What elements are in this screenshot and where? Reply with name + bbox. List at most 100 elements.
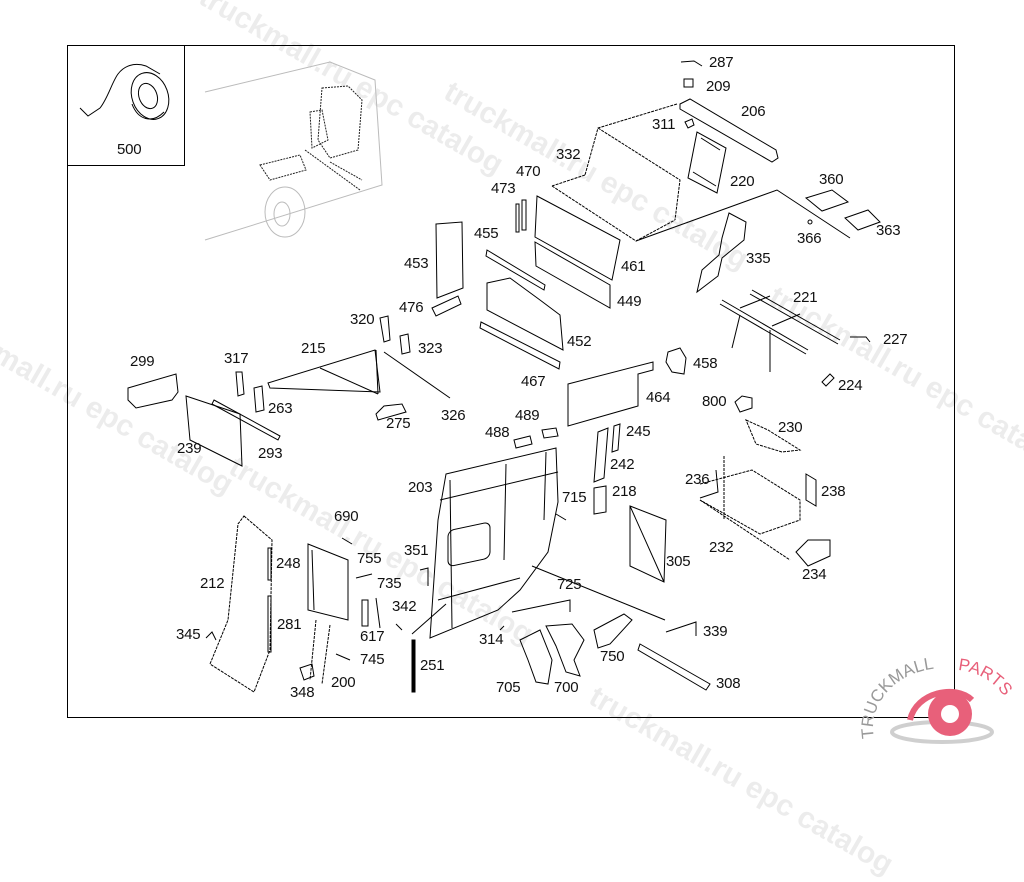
- part-348: [299, 663, 315, 681]
- callout-745[interactable]: 745: [360, 651, 385, 668]
- callout-452[interactable]: 452: [567, 333, 592, 350]
- part-488: [513, 435, 533, 449]
- callout-320[interactable]: 320: [350, 311, 375, 328]
- callout-449[interactable]: 449: [617, 293, 642, 310]
- callout-690[interactable]: 690: [334, 508, 359, 525]
- part-245: [611, 423, 621, 453]
- callout-464[interactable]: 464: [646, 389, 671, 406]
- part-305: [629, 505, 667, 583]
- callout-221[interactable]: 221: [793, 289, 818, 306]
- callout-287[interactable]: 287: [709, 54, 734, 71]
- callout-342[interactable]: 342: [392, 598, 417, 615]
- callout-224[interactable]: 224: [838, 377, 863, 394]
- callout-230[interactable]: 230: [778, 419, 803, 436]
- callout-203[interactable]: 203: [408, 479, 433, 496]
- part-238: [805, 473, 817, 507]
- callout-326[interactable]: 326: [441, 407, 466, 424]
- part-209: [683, 78, 694, 88]
- part-705: [519, 629, 553, 685]
- callout-317[interactable]: 317: [224, 350, 249, 367]
- callout-275[interactable]: 275: [386, 415, 411, 432]
- callout-212[interactable]: 212: [200, 575, 225, 592]
- callout-335[interactable]: 335: [746, 250, 771, 267]
- callout-305[interactable]: 305: [666, 553, 691, 570]
- part-453: [435, 221, 464, 299]
- callout-366[interactable]: 366: [797, 230, 822, 247]
- callout-725[interactable]: 725: [557, 576, 582, 593]
- callout-351[interactable]: 351: [404, 542, 429, 559]
- callout-236[interactable]: 236: [685, 471, 710, 488]
- callout-311[interactable]: 311: [652, 116, 676, 133]
- callout-251[interactable]: 251: [420, 657, 445, 674]
- part-455: [485, 249, 546, 291]
- callout-308[interactable]: 308: [716, 675, 741, 692]
- part-275: [375, 403, 407, 421]
- part-345: [205, 631, 217, 641]
- callout-715[interactable]: 715: [562, 489, 587, 506]
- callout-488[interactable]: 488: [485, 424, 510, 441]
- callout-299[interactable]: 299: [130, 353, 155, 370]
- callout-263[interactable]: 263: [268, 400, 293, 417]
- callout-473[interactable]: 473: [491, 180, 516, 197]
- callout-220[interactable]: 220: [730, 173, 755, 190]
- callout-345[interactable]: 345: [176, 626, 201, 643]
- callout-363[interactable]: 363: [876, 222, 901, 239]
- callout-750[interactable]: 750: [600, 648, 625, 665]
- callout-314[interactable]: 314: [479, 631, 504, 648]
- callout-339[interactable]: 339: [703, 623, 728, 640]
- callout-476[interactable]: 476: [399, 299, 424, 316]
- callout-245[interactable]: 245: [626, 423, 651, 440]
- callout-453[interactable]: 453: [404, 255, 429, 272]
- callout-209[interactable]: 209: [706, 78, 731, 95]
- callout-800[interactable]: 800: [702, 393, 727, 410]
- inset-part-number[interactable]: 500: [117, 141, 142, 158]
- callout-206[interactable]: 206: [741, 103, 766, 120]
- callout-234[interactable]: 234: [802, 566, 827, 583]
- callout-705[interactable]: 705: [496, 679, 521, 696]
- callout-248[interactable]: 248: [276, 555, 301, 572]
- callout-238[interactable]: 238: [821, 483, 846, 500]
- part-755: [307, 543, 349, 621]
- callout-489[interactable]: 489: [515, 407, 540, 424]
- part-299: [127, 373, 179, 409]
- part-242: [593, 427, 609, 483]
- callout-323[interactable]: 323: [418, 340, 443, 357]
- part-239: [185, 395, 243, 467]
- part-323: [399, 333, 411, 355]
- truckmall-parts-logo: TRUCKMALL PARTS: [860, 654, 1016, 744]
- callout-348[interactable]: 348: [290, 684, 315, 701]
- part-293: [211, 399, 281, 441]
- callout-458[interactable]: 458: [693, 355, 718, 372]
- part-800: [734, 395, 753, 413]
- gear-icon: [907, 688, 975, 736]
- callout-755[interactable]: 755: [357, 550, 382, 567]
- part-234: [795, 539, 831, 567]
- callout-467[interactable]: 467: [521, 373, 546, 390]
- part-750: [593, 613, 633, 649]
- callout-360[interactable]: 360: [819, 171, 844, 188]
- part-360: [804, 189, 850, 212]
- callout-227[interactable]: 227: [883, 331, 908, 348]
- callout-242[interactable]: 242: [610, 456, 635, 473]
- callout-218[interactable]: 218: [612, 483, 637, 500]
- part-314: [499, 625, 505, 631]
- callout-200[interactable]: 200: [331, 674, 356, 691]
- callout-617[interactable]: 617: [360, 628, 385, 645]
- callout-332[interactable]: 332: [556, 146, 581, 163]
- truck-outline: [204, 61, 383, 241]
- callout-455[interactable]: 455: [474, 225, 499, 242]
- callout-293[interactable]: 293: [258, 445, 283, 462]
- part-342: [395, 623, 403, 631]
- part-363: [844, 209, 881, 231]
- callout-461[interactable]: 461: [621, 258, 646, 275]
- callout-215[interactable]: 215: [301, 340, 326, 357]
- callout-735[interactable]: 735: [377, 575, 402, 592]
- part-326: [383, 351, 451, 399]
- part-351: [419, 567, 429, 586]
- callout-700[interactable]: 700: [554, 679, 579, 696]
- callout-281[interactable]: 281: [277, 616, 302, 633]
- part-215: [267, 349, 381, 395]
- callout-232[interactable]: 232: [709, 539, 734, 556]
- callout-239[interactable]: 239: [177, 440, 202, 457]
- callout-470[interactable]: 470: [516, 163, 541, 180]
